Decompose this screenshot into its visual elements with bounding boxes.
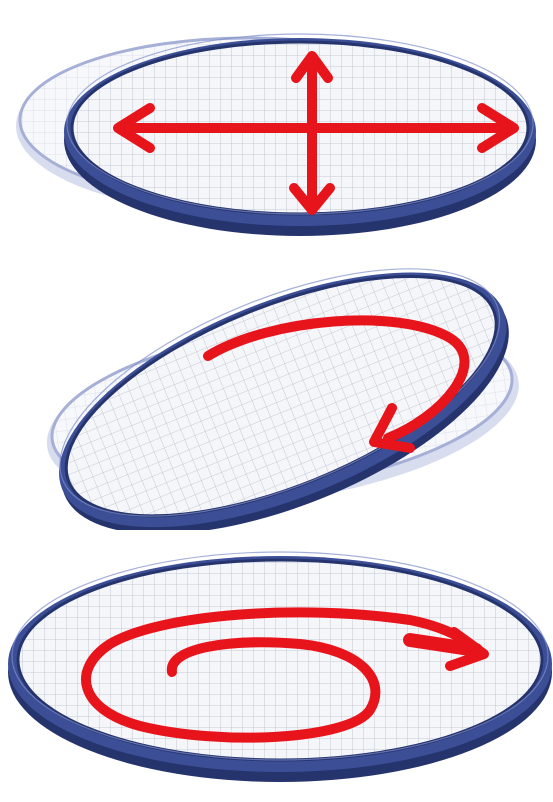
panel-circular-motion	[0, 540, 553, 802]
sieve-ring	[24, 268, 543, 530]
panel-linear-motion	[0, 0, 553, 250]
panel-tilt-motion	[0, 268, 553, 530]
